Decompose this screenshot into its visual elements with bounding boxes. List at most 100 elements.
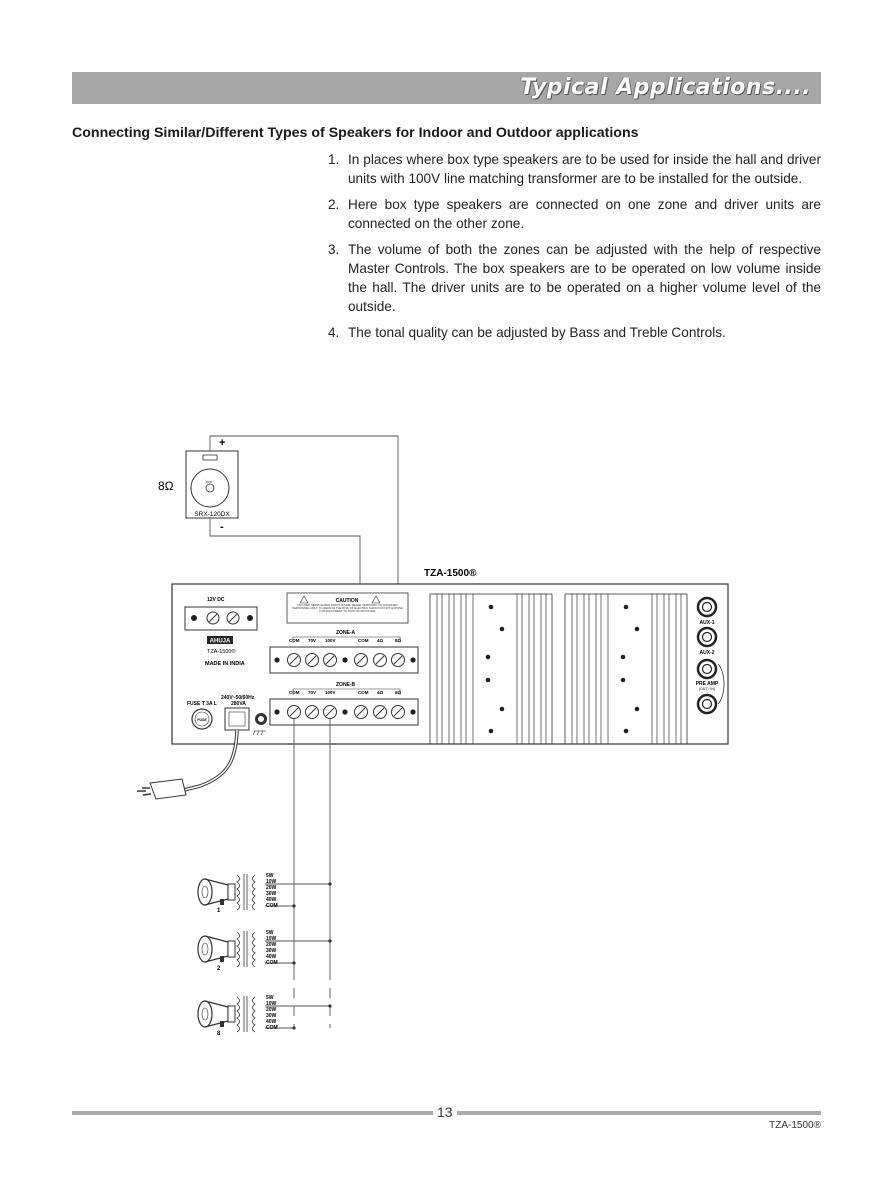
header-banner: Typical Applications.... — [72, 72, 821, 104]
caution-box — [286, 592, 409, 624]
box-speaker: 8Ω SRX-120DX + - — [158, 437, 239, 533]
amplifier-rear-panel: 12V DC AHUJA TZA-1500® MADE IN INDIA CAU… — [171, 583, 729, 745]
svg-text:70V: 70V — [308, 690, 316, 695]
page-number: 13 — [437, 1104, 453, 1120]
horn-number: 8 — [217, 1031, 221, 1037]
svg-text:100V: 100V — [325, 690, 336, 695]
svg-text:30W: 30W — [266, 948, 277, 954]
footer-model: TZA-1500® — [769, 1120, 821, 1131]
list-item: 4.The tonal quality can be adjusted by B… — [328, 325, 726, 340]
zone-a-terminal-strip — [269, 646, 419, 674]
svg-text:100V: 100V — [325, 638, 336, 643]
page-title: Typical Applications.... — [520, 75, 811, 100]
list-item: 3.The volume of both the zones can be ad… — [328, 242, 821, 314]
zone-b-label: ZONE-B — [336, 682, 356, 688]
svg-text:40W: 40W — [266, 954, 277, 960]
svg-text:8Ω: 8Ω — [395, 638, 402, 643]
svg-text:4Ω: 4Ω — [377, 638, 384, 643]
svg-text:AHUJA: AHUJA — [210, 639, 231, 645]
ground-icon — [252, 730, 266, 736]
made-in-label: MADE IN INDIA — [205, 661, 245, 667]
speaker-minus: - — [220, 521, 224, 533]
heatsink-right — [564, 593, 688, 745]
transformer-icon — [236, 874, 256, 911]
warning-icon — [299, 595, 309, 604]
mains-socket — [224, 707, 250, 731]
speaker-impedance-label: 8Ω — [158, 479, 174, 493]
horn-speaker-icon — [197, 1000, 236, 1028]
brand-logo — [207, 636, 233, 644]
dc-label: 12V DC — [207, 597, 225, 603]
svg-text:COM: COM — [266, 903, 278, 909]
svg-text:COM: COM — [266, 960, 278, 966]
footer-rule-right — [457, 1111, 821, 1115]
section-heading: Connecting Similar/Different Types of Sp… — [72, 125, 639, 141]
svg-text:COM: COM — [289, 690, 300, 695]
svg-text:5W: 5W — [266, 930, 274, 936]
zone-b-terminal-labels: COM 70V 100V COM 4Ω 8Ω — [289, 690, 402, 695]
caution-text: NO USER SERVICEABLE PARTS INSIDE. REFER … — [292, 604, 403, 614]
speaker-plus: + — [219, 437, 225, 449]
horn-number: 2 — [217, 966, 221, 972]
svg-text:10W: 10W — [266, 936, 277, 942]
amp-model-label: TZA-1500® — [424, 568, 477, 579]
svg-text:70V: 70V — [308, 638, 316, 643]
amp-model-text: TZA-1500® — [207, 648, 236, 655]
svg-text:40W: 40W — [266, 1019, 277, 1025]
power-cord — [137, 729, 239, 800]
svg-text:FUSE: FUSE — [197, 718, 207, 722]
aux-1-jack: AUX-1 — [696, 596, 718, 626]
footer-rule-left — [72, 1111, 433, 1115]
svg-text:(OUT / IN): (OUT / IN) — [699, 687, 715, 691]
zone-b-wires — [265, 719, 331, 1029]
heatsink-left — [429, 593, 553, 745]
horn-speaker-icon — [197, 878, 236, 906]
mains-va-label: 280VA — [231, 701, 246, 707]
list-item: 2.Here box type speakers are connected o… — [328, 197, 821, 231]
zone-a-terminal-labels: COM 70V 100V COM 4Ω 8Ω — [289, 638, 402, 643]
svg-text:20W: 20W — [266, 885, 277, 891]
fuse-label: FUSE T 3A L — [187, 701, 217, 707]
svg-text:10W: 10W — [266, 879, 277, 885]
speaker-model: SRX-120DX — [194, 511, 230, 518]
horn-number: 1 — [217, 908, 221, 914]
zone-b-terminal-strip — [269, 698, 419, 726]
transformer-icon — [236, 996, 256, 1033]
svg-text:COM: COM — [266, 1025, 278, 1031]
svg-text:COM: COM — [289, 638, 300, 643]
svg-text:8Ω: 8Ω — [395, 690, 402, 695]
svg-text:5W: 5W — [266, 995, 274, 1001]
transformer-icon — [236, 931, 256, 968]
svg-text:PRE AMP: PRE AMP — [696, 681, 719, 687]
svg-text:20W: 20W — [266, 1007, 277, 1013]
svg-text:30W: 30W — [266, 891, 277, 897]
svg-text:40W: 40W — [266, 897, 277, 903]
speaker-cone-icon — [205, 481, 215, 493]
svg-text:4Ω: 4Ω — [377, 690, 384, 695]
warning-icon — [371, 595, 381, 604]
svg-text:20W: 20W — [266, 942, 277, 948]
aux-2-jack: AUX-2 — [696, 626, 718, 656]
power-plug-icon — [137, 778, 187, 800]
steps-list: 1.In places where box type speakers are … — [328, 150, 821, 349]
mains-voltage-label: 240V~50/60Hz — [221, 695, 255, 701]
svg-text:AUX-2: AUX-2 — [699, 650, 714, 656]
caution-title: CAUTION — [336, 598, 359, 604]
svg-text:10W: 10W — [266, 1001, 277, 1007]
svg-text:COM: COM — [358, 638, 369, 643]
list-item: 1.In places where box type speakers are … — [328, 152, 821, 186]
svg-text:30W: 30W — [266, 1013, 277, 1019]
pre-amp-jacks: PRE AMP (OUT / IN) — [696, 658, 725, 715]
svg-text:COM: COM — [358, 690, 369, 695]
horn-speaker-icon — [197, 935, 236, 963]
zone-a-label: ZONE-A — [336, 630, 356, 636]
svg-text:AUX-1: AUX-1 — [699, 620, 714, 626]
svg-text:5W: 5W — [266, 873, 274, 879]
